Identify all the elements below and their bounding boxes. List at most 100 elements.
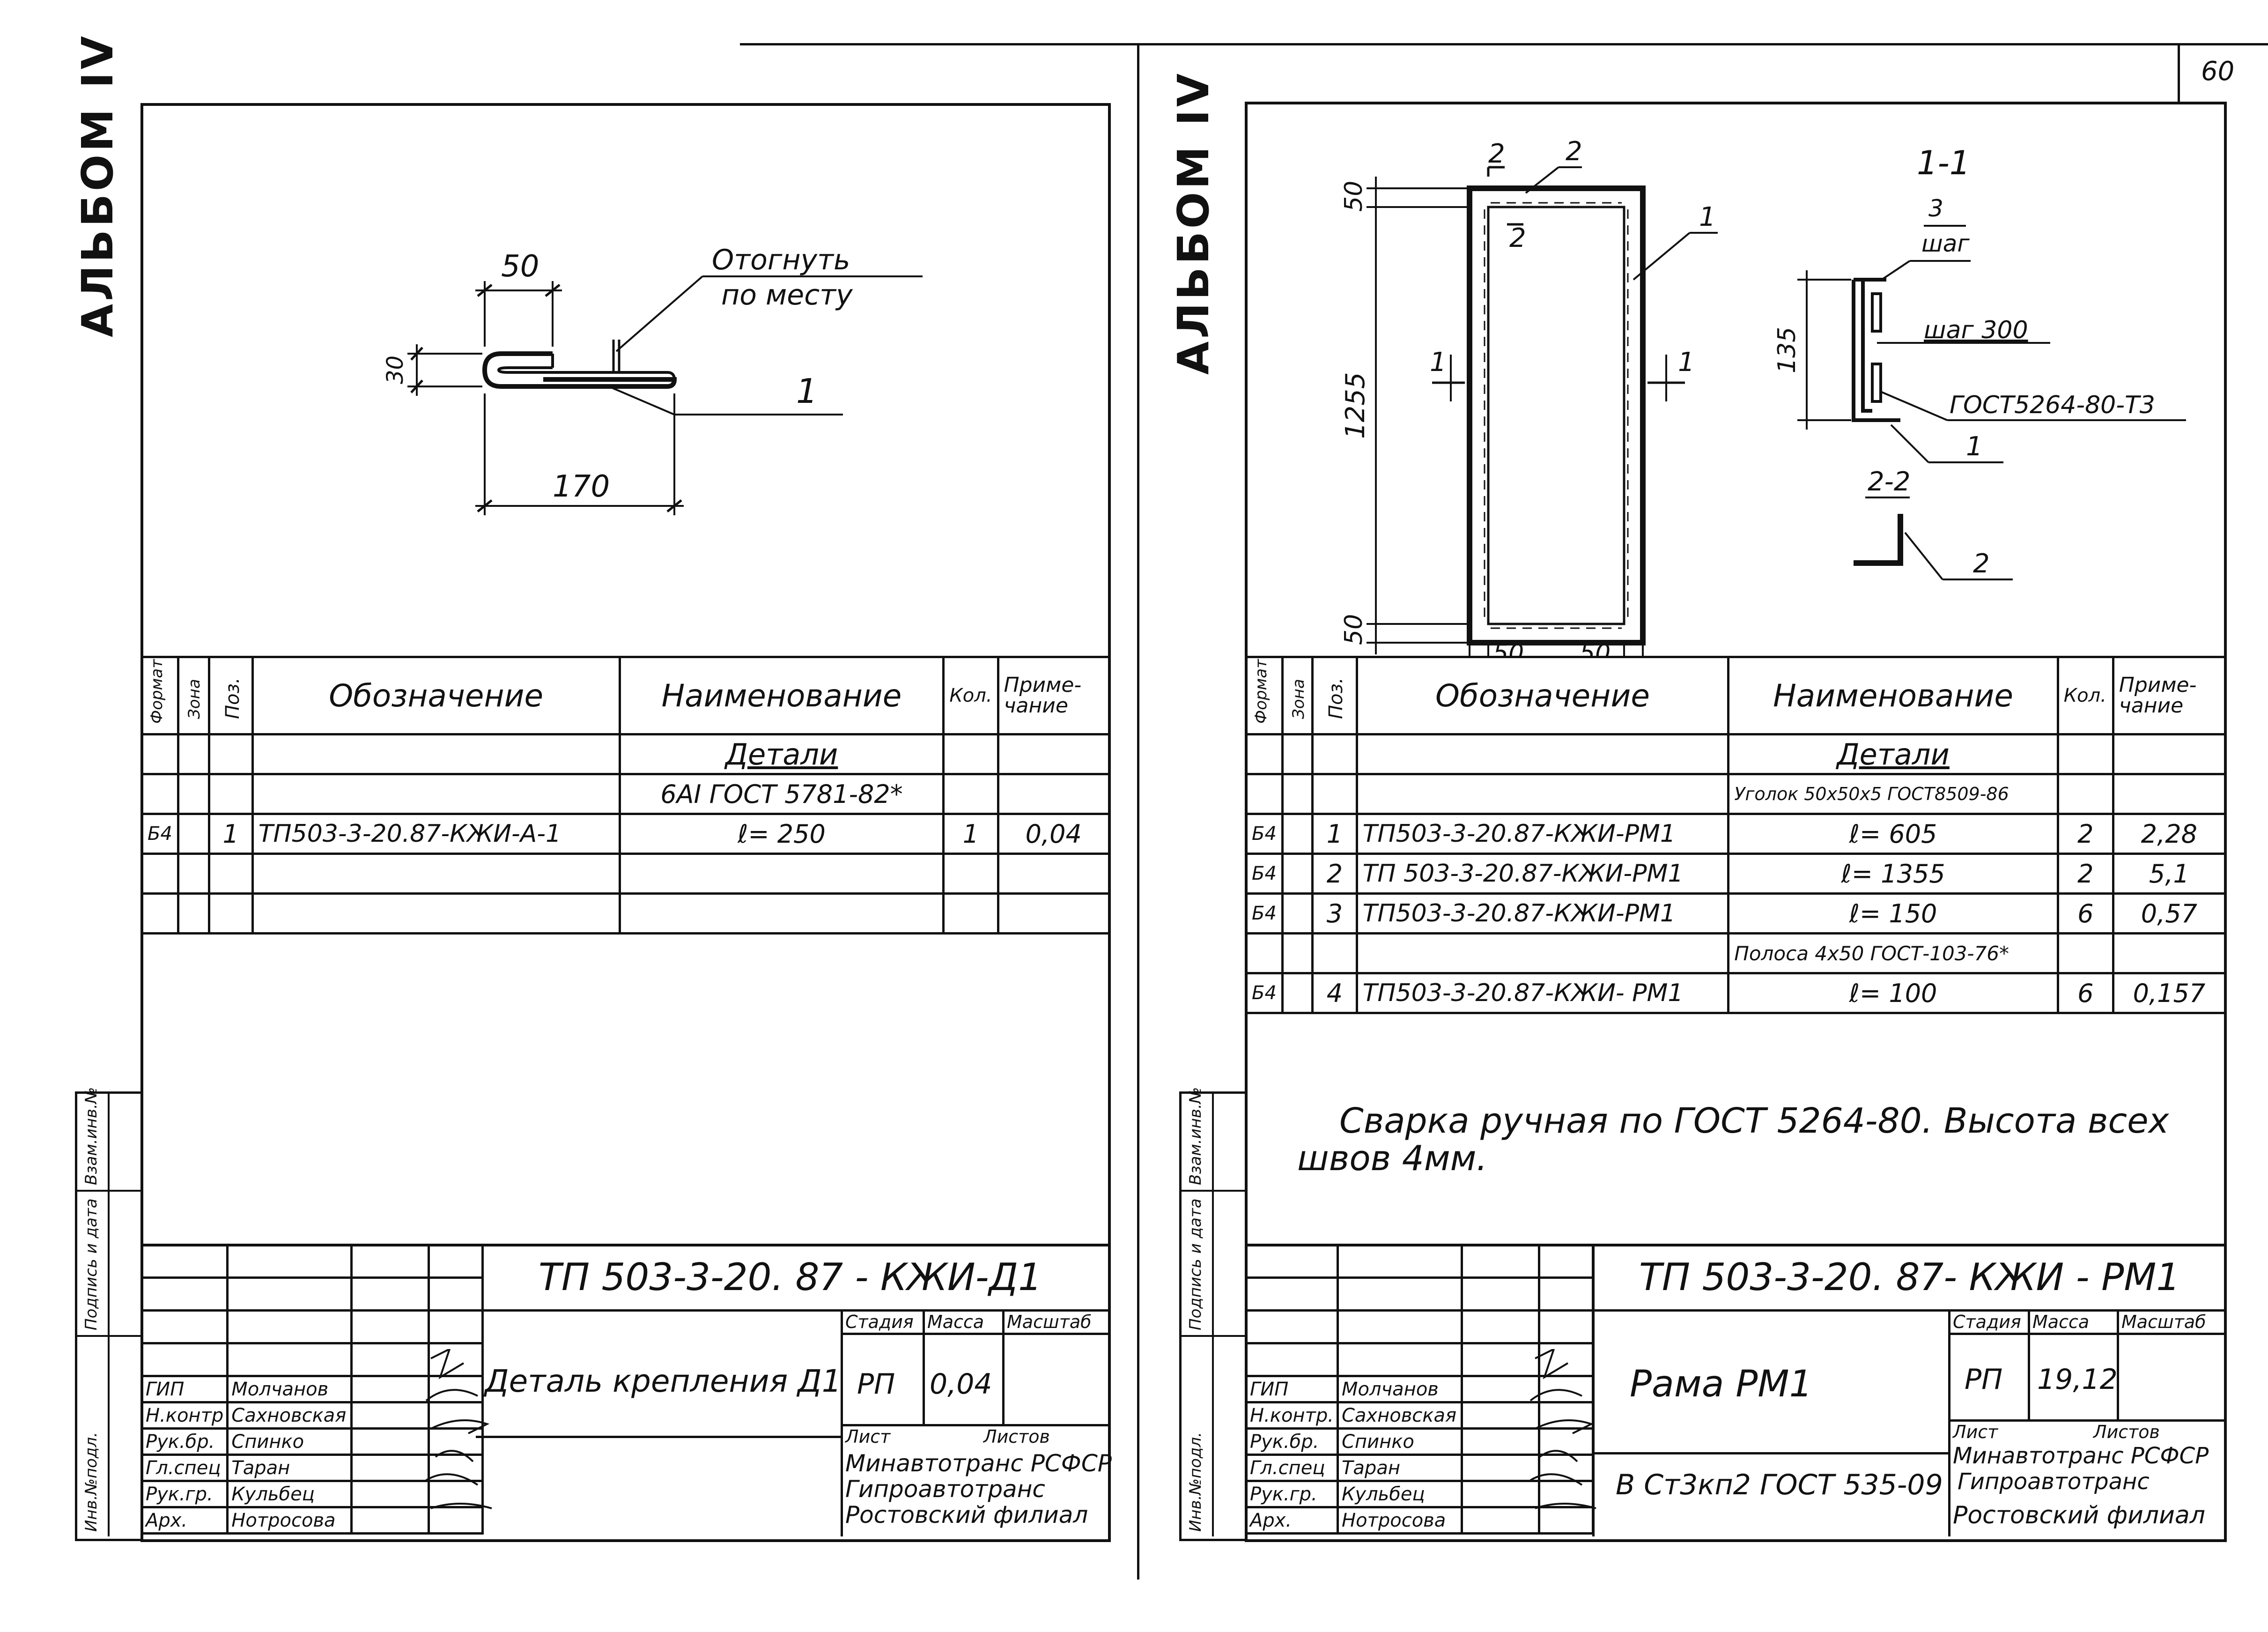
row-note: 0,04	[997, 813, 1111, 855]
r-row4-note: 0,157	[2112, 972, 2227, 1014]
r-role-rukbr: Рук.бр.	[1245, 1427, 1339, 1456]
role-arch: Арх.	[140, 1506, 229, 1535]
svg-text:2: 2	[1509, 223, 1526, 253]
r-material-strip: Полоса 4х50 ГОСТ-103-76*	[1727, 932, 2059, 974]
r-name-rukbr: Спинко	[1336, 1427, 1463, 1456]
r-hdr-qty: Кол.	[2056, 656, 2114, 735]
left-album-label: АЛЬБОМ IV	[73, 33, 123, 337]
r-row4-name: ℓ= 100	[1727, 972, 2059, 1014]
dim-1255: 1255	[1340, 372, 1371, 439]
hdr-pos: Поз.	[222, 677, 244, 719]
dim-50-right: 50	[1580, 639, 1611, 656]
right-spec-table: Формат Зона Поз. Обозначение Наименовани…	[1245, 656, 2227, 1014]
r-row3-name: ℓ= 150	[1727, 892, 2059, 935]
r-row4-format: Б4	[1245, 972, 1284, 1014]
role-glspec: Гл.спец	[140, 1454, 229, 1482]
row-designation: ТП503-3-20.87-КЖИ-А-1	[251, 813, 621, 855]
cut-mark-1a: 1	[1430, 347, 1447, 378]
left-stage-header: Стадия	[845, 1312, 914, 1332]
row-format: Б4	[140, 813, 179, 855]
right-sheets-header: Листов	[2093, 1422, 2160, 1442]
r-spec-row-2: Б4 2 ТП 503-3-20.87-КЖИ-РМ1 ℓ= 1355 2 5,…	[1245, 853, 2227, 895]
r-row1-note: 2,28	[2112, 813, 2227, 855]
r-row2-name: ℓ= 1355	[1727, 853, 2059, 895]
r-row2-qty: 2	[2056, 853, 2114, 895]
name-rukbr: Спинко	[226, 1427, 353, 1456]
r-name-ncontr: Сахновская	[1336, 1401, 1463, 1430]
r-spec-row-1: Б4 1 ТП503-3-20.87-КЖИ-РМ1 ℓ= 605 2 2,28	[1245, 813, 2227, 855]
name-arch: Нотросова	[226, 1506, 353, 1535]
weld-note-line2: швов 4мм.	[1297, 1138, 1487, 1179]
hdr-note: Приме-чание	[997, 656, 1111, 735]
r-row3-qty: 6	[2056, 892, 2114, 935]
left-sheets-header: Листов	[983, 1426, 1050, 1447]
right-org-1: Минавтотранс РСФСР	[1953, 1443, 2209, 1469]
r-name-gip: Молчанов	[1336, 1375, 1463, 1403]
note-bend-line1: Отогнуть	[712, 244, 850, 276]
r-row3-designation: ТП503-3-20.87-КЖИ-РМ1	[1355, 892, 1730, 935]
left-spec-table: Формат Зона Поз. Обозначение Наименовани…	[140, 656, 1111, 935]
r-row1-format: Б4	[1245, 813, 1284, 855]
weld-note-line1: Сварка ручная по ГОСТ 5264-80. Высота вс…	[1339, 1101, 2169, 1141]
left-detail-drawing: 50 30 170 Отогнуть по месту 1	[382, 244, 923, 515]
r-name-rukgr: Кульбец	[1336, 1480, 1463, 1508]
section-pos-2: 2	[1973, 549, 1990, 579]
right-mass-value: 19,12	[2037, 1363, 2118, 1396]
shag-text: шаг	[1921, 230, 1970, 257]
role-rukbr: Рук.бр.	[140, 1427, 229, 1456]
frame-pos-1: 1	[1699, 202, 1716, 232]
top-rule	[740, 43, 2268, 45]
section-mark-2: 2	[1488, 139, 1505, 169]
r-spec-row-3: Б4 3 ТП503-3-20.87-КЖИ-РМ1 ℓ= 150 6 0,57	[1245, 892, 2227, 935]
dim-50-top: 50	[1340, 181, 1368, 212]
dim-170: 170	[553, 469, 610, 504]
r-name-glspec: Таран	[1336, 1454, 1463, 1482]
left-mass-header: Масса	[927, 1312, 984, 1332]
right-stage-value: РП	[1965, 1363, 2003, 1396]
r-row1-designation: ТП503-3-20.87-КЖИ-РМ1	[1355, 813, 1730, 855]
weld-gost: ГОСТ5264-80-Т3	[1950, 391, 2155, 419]
r-row2-format: Б4	[1245, 853, 1284, 895]
center-fold-line	[1137, 43, 1139, 1580]
r-stamp-signature-date: Подпись и дата	[1186, 1198, 1205, 1330]
stamp-inv-podl: Инв.№подл.	[82, 1432, 101, 1532]
right-stage-header: Стадия	[1953, 1312, 2021, 1332]
row-name: ℓ= 250	[618, 813, 945, 855]
r-role-glspec: Гл.спец	[1245, 1454, 1339, 1482]
r-row1-qty: 2	[2056, 813, 2114, 855]
section-2-2-title: 2-2	[1868, 467, 1910, 497]
stamp-signature-date: Подпись и дата	[82, 1198, 101, 1330]
hook-bar	[482, 351, 677, 389]
hdr-zone: Зона	[185, 679, 204, 719]
right-mass-header: Масса	[2032, 1312, 2090, 1332]
hdr-designation: Обозначение	[251, 656, 621, 735]
r-name-arch: Нотросова	[1336, 1506, 1463, 1535]
left-sheet-header: Лист	[845, 1426, 891, 1447]
r-hdr-zone: Зона	[1289, 679, 1308, 719]
r-row4-pos: 4	[1311, 972, 1358, 1014]
right-drawing-title: Рама РМ1	[1630, 1363, 1813, 1405]
r-hdr-format: Формат	[1252, 659, 1271, 724]
r-row3-note: 0,57	[2112, 892, 2227, 935]
shag-pos-3: 3	[1928, 195, 1943, 222]
r-row4-designation: ТП503-3-20.87-КЖИ- РМ1	[1355, 972, 1730, 1014]
hdr-qty: Кол.	[942, 656, 999, 735]
right-material: В Ст3кп2 ГОСТ 535-09	[1616, 1469, 1943, 1501]
name-ncontr: Сахновская	[226, 1401, 353, 1430]
material-rebar: 6АI ГОСТ 5781-82*	[618, 773, 945, 815]
row-pos: 1	[207, 813, 254, 855]
right-scale-header: Масштаб	[2121, 1312, 2206, 1332]
dim-50-left: 50	[1493, 639, 1524, 656]
role-gip: ГИП	[140, 1375, 229, 1403]
r-row2-note: 5,1	[2112, 853, 2227, 895]
r-spec-row-4: Б4 4 ТП503-3-20.87-КЖИ- РМ1 ℓ= 100 6 0,1…	[1245, 972, 2227, 1014]
r-row1-pos: 1	[1311, 813, 1358, 855]
r-row3-format: Б4	[1245, 892, 1284, 935]
frame-inner	[1487, 206, 1625, 625]
dim-50-bottom: 50	[1340, 614, 1368, 645]
spec-row: Б4 1 ТП503-3-20.87-КЖИ-А-1 ℓ= 250 1 0,04	[140, 813, 1111, 855]
frame-outer	[1467, 185, 1646, 645]
r-row2-designation: ТП 503-3-20.87-КЖИ-РМ1	[1355, 853, 1730, 895]
